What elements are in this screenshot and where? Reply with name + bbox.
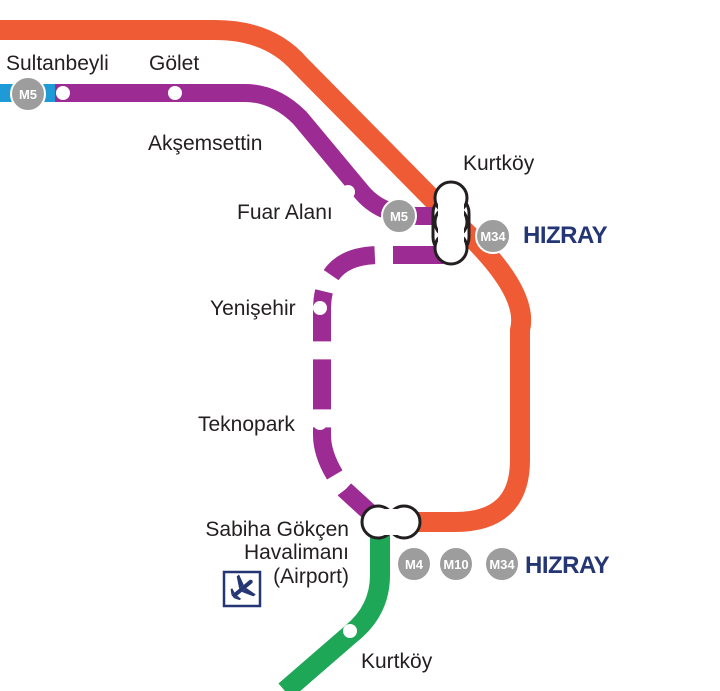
station-label-aksemsettin: Akşemsettin — [148, 132, 262, 155]
svg-text:M5: M5 — [19, 87, 37, 102]
sabiha-interchange[interactable] — [360, 504, 422, 540]
station-dot-fuar-alani[interactable] — [341, 185, 355, 199]
station-label-golet: Gölet — [149, 52, 199, 75]
svg-text:M34: M34 — [489, 557, 515, 572]
station-dot-yenisehir[interactable] — [313, 301, 327, 315]
airplane-icon — [222, 570, 262, 608]
svg-text:M5: M5 — [390, 209, 408, 224]
hizray-label-kurtkoy: HIZRAY — [523, 222, 608, 249]
svg-text:M10: M10 — [443, 557, 468, 572]
m4-badge-sabiha: M4 — [396, 546, 432, 582]
station-dot-kurtkoy-green[interactable] — [343, 624, 357, 638]
station-label-teknopark: Teknopark — [198, 413, 295, 436]
station-label-yenisehir: Yenişehir — [210, 297, 296, 320]
station-label-sabiha-line2: Havalimanı — [244, 541, 349, 564]
station-dot-aksemsettin[interactable] — [273, 118, 287, 132]
svg-text:M4: M4 — [405, 557, 424, 572]
station-label-sabiha-line1: Sabiha Gökçen — [205, 518, 349, 541]
station-label-fuar-alani: Fuar Alanı — [237, 201, 333, 224]
m34-badge-sabiha: M34 — [484, 546, 520, 582]
m10-badge-sabiha: M10 — [438, 546, 474, 582]
kurtkoy-interchange[interactable] — [431, 180, 471, 266]
station-label-kurtkoy-top: Kurtköy — [463, 152, 535, 175]
orange-line — [0, 20, 532, 532]
m5-dashed-extension — [313, 246, 443, 529]
station-label-sultanbeyli: Sultanbeyli — [6, 52, 109, 75]
station-label-kurtkoy-bottom: Kurtköy — [361, 650, 433, 673]
m5-badge-left: M5 — [10, 76, 46, 112]
m34-badge-kurtkoy: M34 — [475, 218, 511, 254]
station-dot-golet[interactable] — [168, 86, 182, 100]
station-dot-teknopark[interactable] — [313, 416, 327, 430]
station-label-sabiha-line3: (Airport) — [273, 565, 349, 588]
m5-badge-kurtkoy: M5 — [381, 198, 417, 234]
station-dot-sultanbeyli[interactable] — [56, 86, 70, 100]
hizray-label-sabiha: HIZRAY — [525, 552, 610, 579]
svg-text:M34: M34 — [480, 229, 506, 244]
